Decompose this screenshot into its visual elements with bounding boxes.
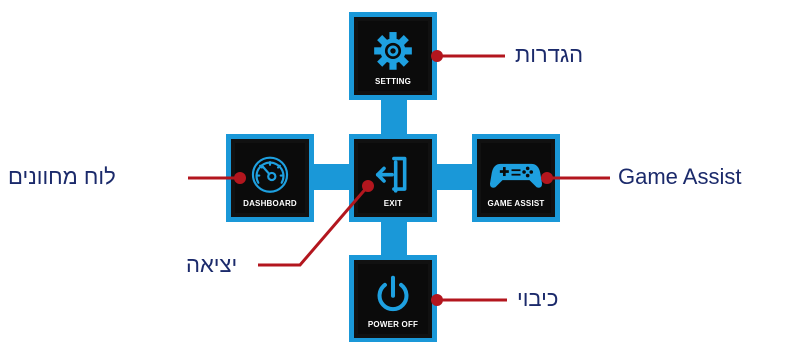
setting-callout-label: הגדרות (515, 42, 584, 67)
exit-callout-label: יציאה (186, 252, 238, 277)
exit-caption: EXIT (383, 199, 403, 208)
dashboard-pointer-dot (234, 172, 246, 184)
setting-pointer-dot (431, 50, 443, 62)
dashboard-caption: DASHBOARD (243, 199, 297, 208)
exit-pointer-dot (362, 180, 374, 192)
setting-caption: SETTING (374, 77, 412, 86)
speedometer-icon (251, 156, 289, 193)
game-assist-callout-label: Game Assist (618, 164, 742, 189)
power-off-pointer-dot (431, 294, 443, 306)
power-off-callout-label: כיבוי (517, 286, 559, 311)
dashboard-callout-label: לוח מחוונים (8, 164, 116, 189)
exit-pointer-line (258, 185, 370, 267)
power-off-caption: POWER OFF (367, 320, 419, 329)
gear-icon (374, 32, 412, 70)
exit-door-icon (375, 156, 407, 193)
game-assist-pointer-dot (541, 172, 553, 184)
setting-tile[interactable]: SETTING (349, 12, 437, 100)
power-icon (377, 275, 409, 312)
exit-tile[interactable]: EXIT (349, 134, 437, 222)
game-assist-caption: GAME ASSIST (487, 199, 545, 208)
power-off-tile[interactable]: POWER OFF (349, 255, 437, 342)
gamepad-icon (489, 163, 543, 188)
